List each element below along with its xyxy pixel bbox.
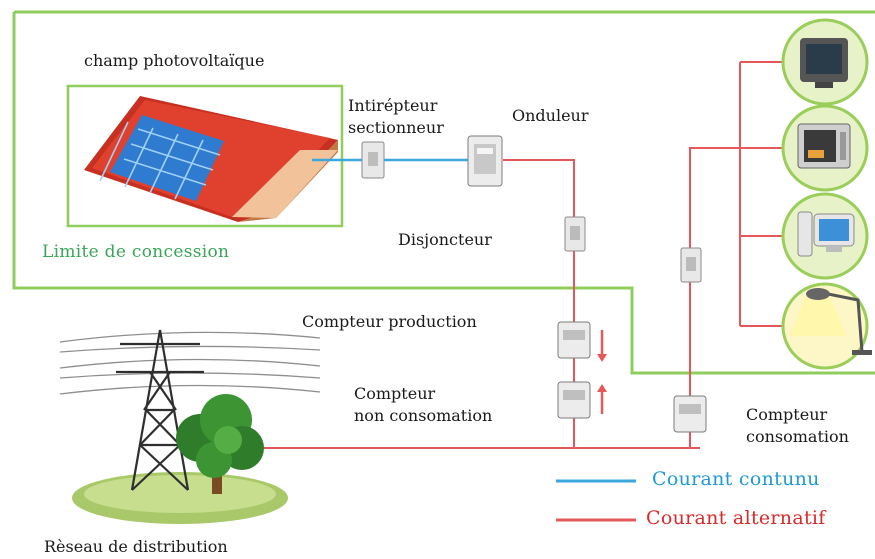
solar-roof-icon (84, 96, 338, 222)
breaker-icon (564, 216, 586, 252)
non-consumption-meter-icon (557, 381, 607, 419)
consumption-meter-icon (673, 395, 707, 433)
inverter-icon (467, 135, 503, 187)
solar-field-frame (66, 84, 344, 228)
consumption-meter-label-line2: consomation (746, 427, 849, 446)
switch-label-line1: Intirépteur (348, 96, 438, 115)
non-consumption-meter-label-line1: Compteur (354, 384, 436, 403)
ac-line-consumption-meter-up (689, 147, 740, 448)
tree-icon (176, 394, 264, 494)
television-icon (781, 18, 869, 106)
concession-boundary-line (12, 10, 875, 375)
legend-dc-label: Courant contunu (652, 468, 820, 490)
production-meter-icon (557, 321, 607, 362)
non-consumption-meter-label-line2: non consomation (354, 406, 493, 425)
production-meter-label: Compteur production (302, 312, 477, 331)
switch-label-line2: sectionneur (348, 118, 444, 137)
distribution-grid-label: Rèseau de distribution (44, 537, 228, 556)
legend-ac-label: Courant alternatif (646, 507, 826, 529)
oven-icon (781, 104, 869, 192)
breaker-label: Disjoncteur (398, 230, 492, 249)
concession-limit-label: Limite de concession (42, 242, 230, 262)
inverter-label: Onduleur (512, 106, 589, 125)
consumer-breaker-icon (680, 247, 702, 283)
consumption-meter-label-line1: Compteur (746, 405, 828, 424)
distribution-grid-pylon-icon (59, 329, 321, 524)
disconnect-switch-icon (361, 141, 385, 179)
computer-icon (781, 192, 869, 280)
solar-field-label: champ photovoltaïque (84, 51, 265, 70)
lamp-icon (781, 282, 872, 370)
